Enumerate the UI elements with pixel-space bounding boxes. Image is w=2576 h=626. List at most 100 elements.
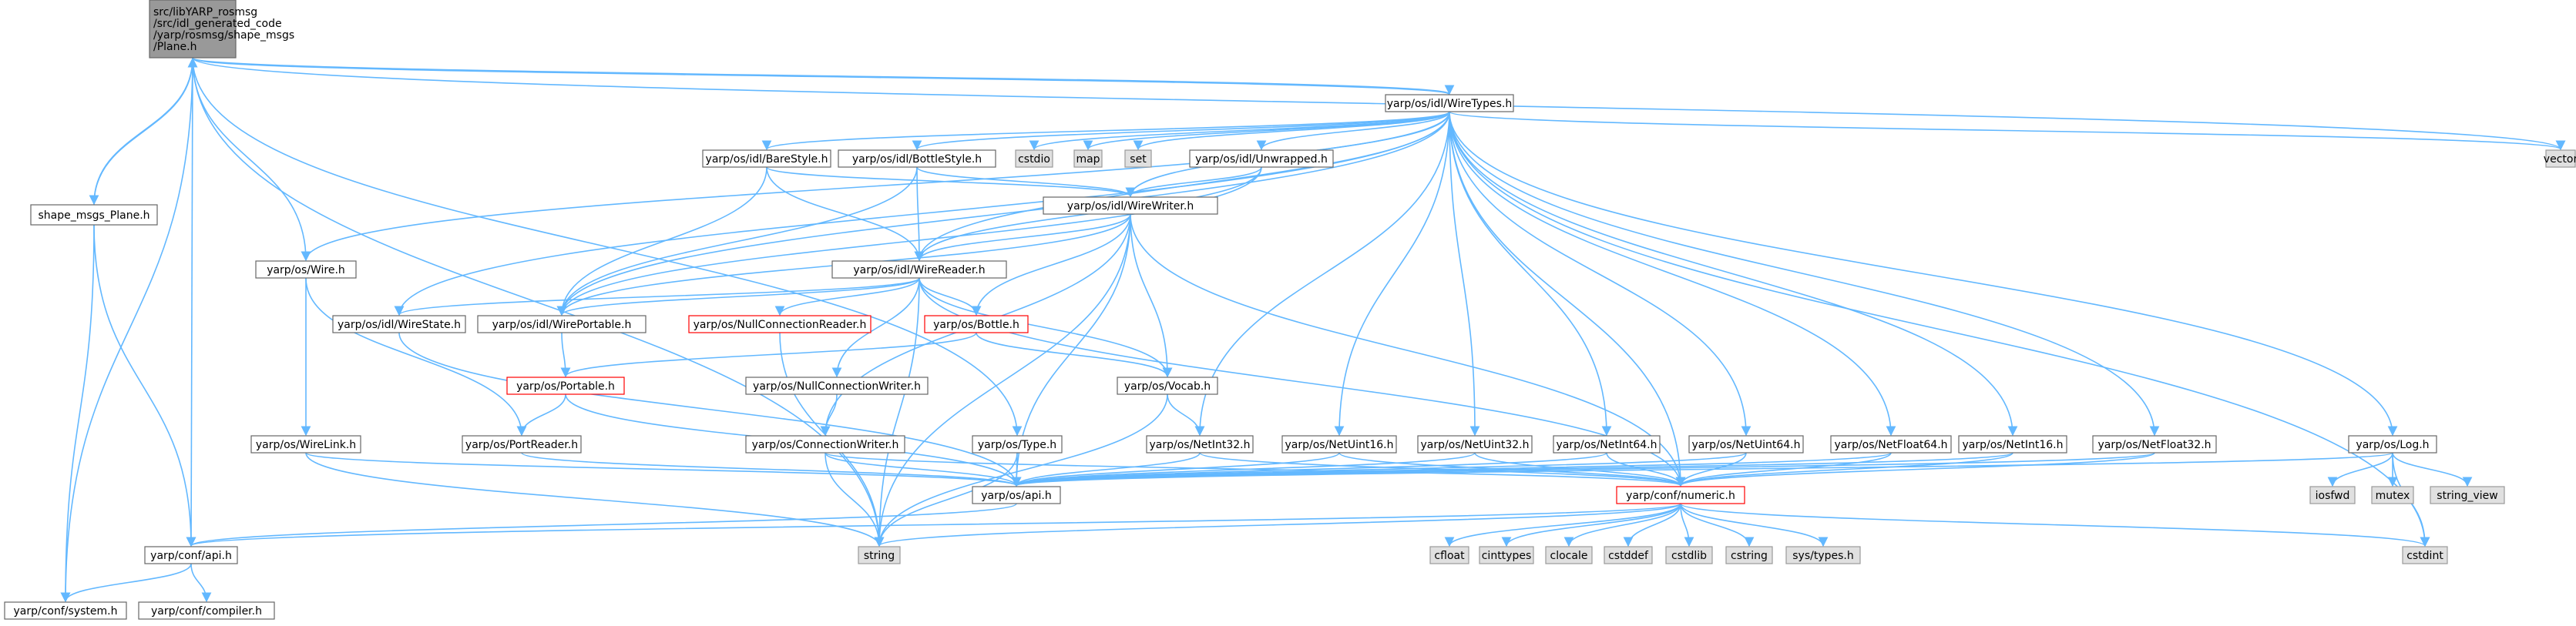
- node-cstring[interactable]: cstring: [1725, 546, 1773, 564]
- edge-numeric-to-cfloat: [1444, 503, 1681, 547]
- edge-netfloat64-to-osapi: [1012, 452, 1892, 487]
- node-bottlestyle[interactable]: yarp/os/idl/BottleStyle.h: [838, 149, 996, 168]
- node-portreader[interactable]: yarp/os/PortReader.h: [462, 435, 582, 454]
- node-cfloat[interactable]: cfloat: [1429, 546, 1469, 564]
- node-vocab[interactable]: yarp/os/Vocab.h: [1117, 377, 1218, 395]
- edge-log-to-iosfwd: [2327, 452, 2393, 487]
- edge-wiretypes-to-log: [1449, 111, 2398, 437]
- edge-wiretypes-to-bottlestyle: [912, 111, 1450, 151]
- node-box: [1725, 546, 1773, 564]
- node-vector[interactable]: vector: [2544, 149, 2576, 168]
- edge-netint32-to-osapi: [1011, 452, 1201, 487]
- node-label: yarp/os/Vocab.h: [1124, 380, 1211, 393]
- edge-wirereader-to-bottle: [919, 277, 982, 316]
- node-nullconnwriter[interactable]: yarp/os/NullConnectionWriter.h: [745, 377, 929, 395]
- node-cstdio[interactable]: cstdio: [1015, 149, 1053, 168]
- node-mutex[interactable]: mutex: [2371, 486, 2414, 504]
- node-cstddef[interactable]: cstddef: [1604, 546, 1653, 564]
- node-wirewriter[interactable]: yarp/os/idl/WireWriter.h: [1043, 196, 1218, 215]
- node-label: yarp/os/NullConnectionReader.h: [694, 319, 867, 331]
- node-confapi[interactable]: yarp/conf/api.h: [144, 546, 238, 564]
- edge-wirewriter-to-wirereader: [914, 213, 1131, 262]
- node-label: yarp/os/idl/Unwrapped.h: [1195, 153, 1328, 166]
- edge-numeric-to-cstring: [1680, 503, 1755, 547]
- node-netint16[interactable]: yarp/os/NetInt16.h: [1958, 435, 2067, 454]
- node-box: [745, 377, 929, 395]
- edge-numeric-to-cstddef: [1623, 503, 1681, 547]
- edge-root-to-vector: [192, 57, 2565, 151]
- edge-wirelink-to-osapi: [305, 452, 1021, 487]
- node-system[interactable]: yarp/conf/system.h: [4, 601, 127, 620]
- node-box: [745, 435, 905, 454]
- node-wirereader[interactable]: yarp/os/idl/WireReader.h: [831, 260, 1007, 279]
- node-netuint16[interactable]: yarp/os/NetUint16.h: [1281, 435, 1397, 454]
- node-box: [838, 149, 996, 168]
- edge-unwrapped-to-wirewriter: [1125, 166, 1262, 198]
- edge-netint16-to-numeric: [1675, 452, 2013, 487]
- node-label: yarp/os/WireLink.h: [256, 439, 356, 451]
- node-portable[interactable]: yarp/os/Portable.h: [506, 377, 625, 395]
- node-netfloat32[interactable]: yarp/os/NetFloat32.h: [2092, 435, 2217, 454]
- node-netuint64[interactable]: yarp/os/NetUint64.h: [1688, 435, 1804, 454]
- node-box: [1688, 435, 1804, 454]
- edge-netint64-to-osapi: [1012, 452, 1607, 487]
- node-wiretypes[interactable]: yarp/os/idl/WireTypes.h: [1385, 94, 1514, 112]
- edge-shape-plane-to-system: [60, 224, 95, 603]
- node-netuint32[interactable]: yarp/os/NetUint32.h: [1417, 435, 1533, 454]
- node-numeric[interactable]: yarp/conf/numeric.h: [1616, 486, 1745, 504]
- node-label: yarp/os/Type.h: [978, 439, 1056, 451]
- edge-bottlestyle-to-wirereader: [914, 166, 925, 262]
- node-netint32[interactable]: yarp/os/NetInt32.h: [1146, 435, 1254, 454]
- edge-root-to-type: [192, 57, 1023, 437]
- node-netint64[interactable]: yarp/os/NetInt64.h: [1553, 435, 1661, 454]
- node-iosfwd[interactable]: iosfwd: [2309, 486, 2356, 504]
- node-compiler[interactable]: yarp/conf/compiler.h: [138, 601, 275, 620]
- node-cstdint[interactable]: cstdint: [2402, 546, 2448, 564]
- node-cinttypes[interactable]: cinttypes: [1479, 546, 1534, 564]
- node-osapi[interactable]: yarp/os/api.h: [972, 486, 1061, 504]
- node-map[interactable]: map: [1073, 149, 1103, 168]
- node-systypes[interactable]: sys/types.h: [1785, 546, 1861, 564]
- nodes: src/libYARP_rosmsg/src/idl_generated_cod…: [4, 0, 2576, 620]
- node-clocale[interactable]: clocale: [1545, 546, 1593, 564]
- node-label: mutex: [2376, 490, 2410, 502]
- node-nullconnreader[interactable]: yarp/os/NullConnectionReader.h: [688, 315, 872, 333]
- edge-wiretypes-to-netint32: [1194, 111, 1450, 437]
- node-barestyle[interactable]: yarp/os/idl/BareStyle.h: [702, 149, 831, 168]
- node-box: [255, 260, 357, 279]
- node-wire[interactable]: yarp/os/Wire.h: [255, 260, 357, 279]
- node-box: [2545, 149, 2576, 168]
- node-string[interactable]: string: [858, 546, 901, 564]
- edge-numeric-to-cinttypes: [1501, 503, 1681, 547]
- node-type[interactable]: yarp/os/Type.h: [972, 435, 1063, 454]
- node-box: [1417, 435, 1533, 454]
- node-label: yarp/os/NetUint64.h: [1691, 439, 1800, 451]
- node-bottle[interactable]: yarp/os/Bottle.h: [924, 315, 1029, 333]
- node-cstdlib[interactable]: cstdlib: [1665, 546, 1713, 564]
- edge-wiretypes-to-unwrapped: [1256, 111, 1450, 151]
- node-unwrapped[interactable]: yarp/os/idl/Unwrapped.h: [1189, 149, 1334, 168]
- edge-confapi-to-compiler: [190, 563, 212, 603]
- node-log[interactable]: yarp/os/Log.h: [2348, 435, 2437, 454]
- node-box: [332, 315, 466, 333]
- edge-wirereader-to-string: [874, 277, 920, 547]
- node-connwriter[interactable]: yarp/os/ConnectionWriter.h: [745, 435, 905, 454]
- edge-shape-plane-to-confapi: [93, 224, 196, 547]
- node-wirelink[interactable]: yarp/os/WireLink.h: [250, 435, 361, 454]
- node-label: cinttypes: [1482, 550, 1532, 562]
- node-label: /yarp/rosmsg/shape_msgs: [153, 29, 294, 42]
- node-shape-plane[interactable]: shape_msgs_Plane.h: [30, 204, 158, 226]
- node-box: [1385, 94, 1514, 112]
- node-string-view[interactable]: string_view: [2430, 486, 2505, 504]
- node-root[interactable]: src/libYARP_rosmsg/src/idl_generated_cod…: [149, 0, 294, 59]
- edge-netfloat32-to-osapi: [1012, 452, 2155, 487]
- node-wirestate[interactable]: yarp/os/idl/WireState.h: [332, 315, 466, 333]
- edge-barestyle-to-wirewriter: [766, 166, 1136, 198]
- node-set[interactable]: set: [1124, 149, 1152, 168]
- node-label: yarp/conf/compiler.h: [151, 605, 262, 618]
- edge-wirestate-to-osapi: [398, 332, 1022, 487]
- node-box: [2309, 486, 2356, 504]
- node-wireportable[interactable]: yarp/os/idl/WirePortable.h: [477, 315, 647, 333]
- node-netfloat64[interactable]: yarp/os/NetFloat64.h: [1830, 435, 1952, 454]
- node-label: yarp/os/idl/BareStyle.h: [706, 153, 828, 166]
